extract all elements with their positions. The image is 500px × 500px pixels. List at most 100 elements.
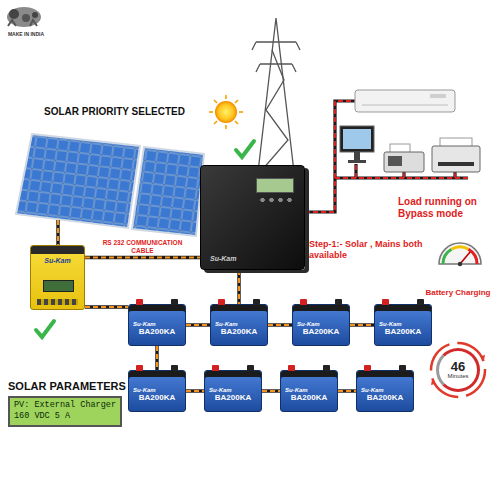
sun	[209, 95, 243, 129]
controller-display	[43, 280, 74, 292]
wire	[85, 256, 200, 259]
inverter-node: Su-Kam	[200, 165, 305, 270]
computer	[340, 126, 374, 163]
wire-group	[85, 257, 200, 258]
make-in-india-logo	[7, 7, 41, 27]
wire	[155, 346, 158, 370]
status-note: Load running on Bypass mode	[398, 196, 496, 220]
node-text: BA200KA	[221, 327, 257, 336]
panel-cable	[58, 220, 59, 245]
inverter-keys	[258, 197, 294, 203]
node-text: BA200KA	[215, 393, 251, 402]
check-mark	[236, 141, 254, 157]
gauge-caption: Battery Charging	[414, 288, 500, 297]
wire-group	[85, 307, 128, 308]
node-text: BA200KA	[303, 327, 339, 336]
node-text: Su-Kam	[285, 387, 308, 393]
wire-dash	[186, 390, 204, 392]
battery-terminal	[171, 365, 178, 371]
node-text: Su-Kam	[379, 321, 402, 327]
lcd-node: SOLAR PARAMETERS PV: External Charger160 …	[8, 380, 126, 427]
wire-group	[268, 325, 292, 326]
logo-text: MAKE IN INDIA	[4, 31, 48, 37]
wire-dash	[186, 324, 210, 326]
node-text: Su-Kam	[297, 321, 320, 327]
node-text: Su-Kam	[361, 387, 384, 393]
fax-machine	[384, 144, 424, 172]
battery-node: Su-KamBA200KA	[204, 370, 262, 412]
wire-dash	[156, 346, 158, 370]
battery-node: Su-KamBA200KA	[374, 304, 432, 346]
battery-terminal	[417, 299, 424, 305]
wire-dash	[85, 257, 200, 259]
node-text: Su-Kam	[133, 321, 156, 327]
wire-group	[239, 270, 240, 304]
lcd-screen: PV: External Charger160 VDC 5 A	[8, 396, 122, 427]
battery-node: Su-KamBA200KA	[128, 304, 186, 346]
node-text: BA200KA	[291, 393, 327, 402]
cable-label: RS 232 COMMUNICATION CABLE	[101, 239, 185, 255]
node-text: Minutes	[447, 373, 468, 380]
battery-terminal	[364, 365, 371, 371]
wire-group	[157, 346, 158, 370]
wire	[85, 305, 128, 308]
controller-terminals	[37, 299, 78, 305]
timer-node: 46Minutes	[436, 348, 480, 392]
wire	[262, 389, 280, 392]
wire	[186, 389, 204, 392]
battery-node: Su-KamBA200KA	[128, 370, 186, 412]
battery-terminal	[171, 299, 178, 305]
node-text: 46	[451, 360, 465, 373]
battery-node: Su-KamBA200KA	[280, 370, 338, 412]
battery-terminal	[382, 299, 389, 305]
battery-terminal	[288, 365, 295, 371]
battery-terminal	[212, 365, 219, 371]
wire	[338, 389, 356, 392]
printer	[432, 138, 480, 172]
controller-lid	[31, 246, 84, 254]
wire-group	[186, 325, 210, 326]
wire-dash	[350, 324, 374, 326]
wire-dash	[85, 306, 128, 308]
node-text: 160 VDC 5 A	[14, 411, 116, 422]
wire-group	[186, 391, 204, 392]
battery-terminal	[136, 299, 143, 305]
wire	[268, 323, 292, 326]
wire-dash	[262, 390, 280, 392]
controller-node: Su-Kam	[30, 245, 85, 310]
inverter-display	[256, 178, 294, 193]
battery-terminal	[323, 365, 330, 371]
timer-ring	[431, 343, 485, 397]
battery-terminal	[136, 365, 143, 371]
wire-group	[338, 391, 356, 392]
battery-terminal	[300, 299, 307, 305]
battery-terminal	[218, 299, 225, 305]
battery-terminal	[399, 365, 406, 371]
charge-gauge	[439, 243, 481, 266]
wire	[350, 323, 374, 326]
node-text: Su-Kam	[209, 387, 232, 393]
battery-terminal	[253, 299, 260, 305]
wire	[186, 323, 210, 326]
wire-group	[262, 391, 280, 392]
diagram-title: SOLAR PRIORITY SELECTED	[44, 106, 185, 117]
node-text: BA200KA	[139, 327, 175, 336]
node-text: Su-Kam	[44, 257, 70, 264]
wire	[237, 270, 240, 304]
node-text: BA200KA	[367, 393, 403, 402]
air-conditioner	[355, 90, 455, 112]
check-mark	[36, 321, 54, 337]
node-text: SOLAR PARAMETERS	[8, 380, 126, 392]
wire-group	[350, 325, 374, 326]
wire-dash	[338, 390, 356, 392]
wire-dash	[238, 270, 240, 304]
battery-terminal	[247, 365, 254, 371]
battery-node: Su-KamBA200KA	[356, 370, 414, 412]
battery-node: Su-KamBA200KA	[292, 304, 350, 346]
node-text: Su-Kam	[215, 321, 238, 327]
battery-terminal	[335, 299, 342, 305]
node-text: BA200KA	[385, 327, 421, 336]
solar-panel	[16, 134, 204, 236]
battery-node: Su-KamBA200KA	[210, 304, 268, 346]
